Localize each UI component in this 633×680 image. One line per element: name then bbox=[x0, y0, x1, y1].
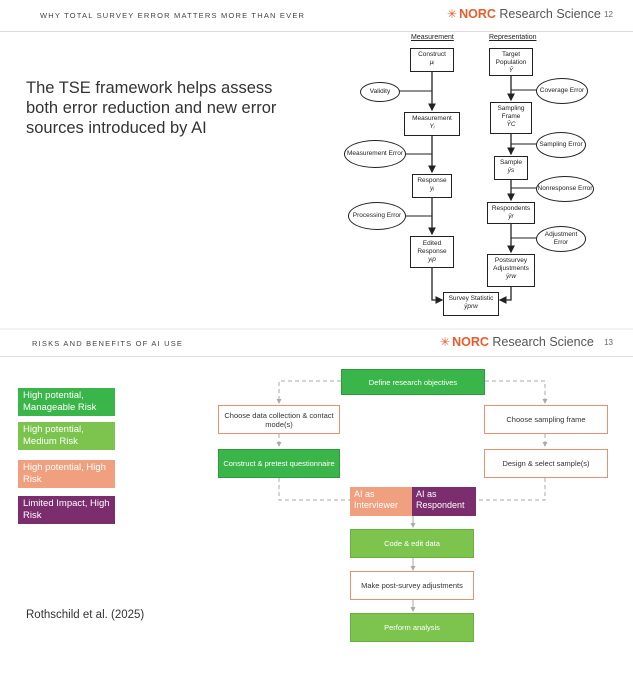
slide-header: WHY TOTAL SURVEY ERROR MATTERS MORE THAN… bbox=[0, 0, 633, 32]
norc-star-icon: ✳ bbox=[447, 7, 458, 21]
norc-logo: ✳NORC Research Science bbox=[447, 7, 601, 21]
ai-respondent-box: AI as Respondent bbox=[412, 487, 476, 516]
design-sample-box: Design & select sample(s) bbox=[484, 449, 608, 478]
code-edit-box: Code & edit data bbox=[350, 529, 474, 558]
analysis-box: Perform analysis bbox=[350, 613, 474, 642]
page-number: 13 bbox=[604, 338, 613, 347]
validity-ellipse: Validity bbox=[360, 82, 400, 102]
measurement-error-ellipse: Measurement Error bbox=[344, 140, 406, 168]
slide-13: RISKS AND BENEFITS OF AI USE ✳NORC Resea… bbox=[0, 330, 633, 680]
post-survey-box: Make post-survey adjustments bbox=[350, 571, 474, 600]
coverage-error-ellipse: Coverage Error bbox=[536, 78, 588, 104]
page-number: 12 bbox=[604, 10, 613, 19]
tse-connector-lines bbox=[398, 72, 537, 304]
slide-header-title: WHY TOTAL SURVEY ERROR MATTERS MORE THAN… bbox=[40, 11, 306, 20]
norc-star-icon: ✳ bbox=[440, 335, 451, 349]
collection-mode-box: Choose data collection & contact mode(s) bbox=[218, 405, 340, 434]
legend-medium-risk: High potential, Medium Risk bbox=[18, 422, 115, 450]
slide-12: WHY TOTAL SURVEY ERROR MATTERS MORE THAN… bbox=[0, 0, 633, 328]
slide-headline: The TSE framework helps assess both erro… bbox=[26, 79, 277, 137]
nonresponse-error-ellipse: Nonresponse Error bbox=[536, 176, 594, 202]
flow-connector-lines bbox=[276, 380, 548, 612]
slide-header-title: RISKS AND BENEFITS OF AI USE bbox=[32, 339, 184, 348]
legend-limited-impact: Limited Impact, High Risk bbox=[18, 496, 115, 524]
measurement-heading: Measurement bbox=[411, 34, 454, 41]
sampling-frame-box: Choose sampling frame bbox=[484, 405, 608, 434]
norc-logo: ✳NORC Research Science bbox=[440, 335, 594, 349]
legend-high-risk: High potential, High Risk bbox=[18, 460, 115, 488]
citation: Rothschild et al. (2025) bbox=[26, 609, 145, 621]
slide-header: RISKS AND BENEFITS OF AI USE ✳NORC Resea… bbox=[0, 330, 633, 357]
sampling-error-ellipse: Sampling Error bbox=[536, 132, 586, 158]
adjustment-error-ellipse: Adjustment Error bbox=[536, 226, 586, 252]
define-objectives-box: Define research objectives bbox=[341, 369, 485, 395]
representation-heading: Representation bbox=[489, 34, 537, 41]
questionnaire-box: Construct & pretest questionnaire bbox=[218, 449, 340, 478]
legend-manageable-risk: High potential, Manageable Risk bbox=[18, 388, 115, 416]
ai-interviewer-box: AI as Interviewer bbox=[350, 487, 412, 516]
processing-error-ellipse: Processing Error bbox=[348, 202, 406, 230]
